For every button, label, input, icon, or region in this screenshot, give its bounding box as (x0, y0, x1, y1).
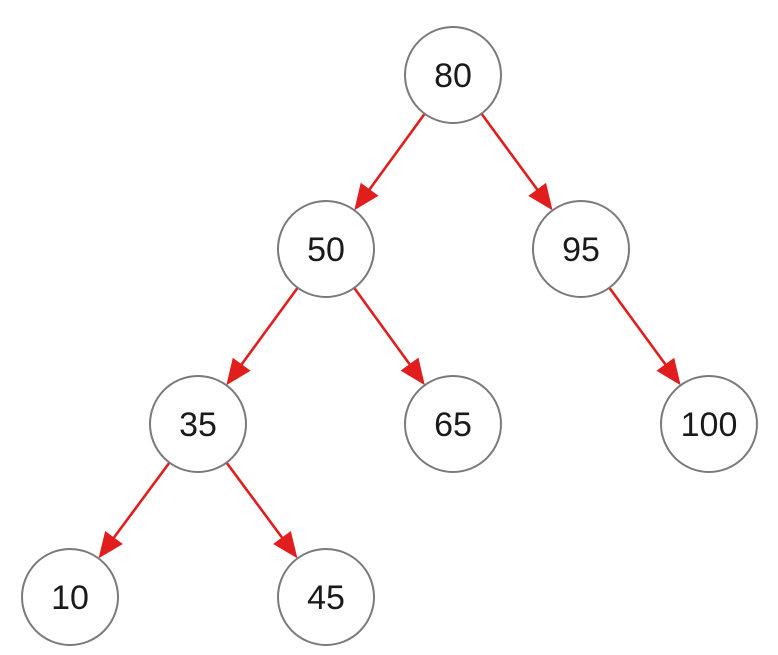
nodes-layer: 80 50 95 35 65 100 10 45 (21, 26, 758, 646)
node-circle (21, 548, 119, 646)
node-circle (660, 375, 758, 473)
node-circle (277, 548, 375, 646)
edge-line (111, 461, 171, 540)
node-label: 80 (434, 57, 472, 95)
node-label: 100 (681, 406, 738, 444)
node-circle (404, 375, 502, 473)
edge-line (608, 286, 668, 367)
tree-node-50: 50 (277, 200, 375, 298)
edge-35-to-45 (225, 461, 298, 559)
edge-line (225, 461, 285, 540)
edge-95-to-100 (608, 286, 681, 386)
node-circle (277, 200, 375, 298)
edge-35-to-10 (98, 461, 171, 559)
node-circle (404, 26, 502, 124)
edge-50-to-35 (226, 286, 299, 386)
arrowhead-icon (354, 182, 379, 211)
tree-node-35: 35 (149, 375, 247, 473)
edge-50-to-65 (353, 287, 425, 386)
node-label: 35 (179, 406, 217, 444)
tree-node-95: 95 (532, 200, 630, 298)
tree-node-45: 45 (277, 548, 375, 646)
tree-node-65: 65 (404, 375, 502, 473)
node-label: 10 (51, 579, 89, 617)
tree-node-100: 100 (660, 375, 758, 473)
arrowhead-icon (400, 357, 425, 386)
arrowhead-icon (226, 357, 251, 386)
edge-80-to-50 (354, 113, 426, 211)
arrowhead-icon (273, 530, 298, 559)
node-circle (149, 375, 247, 473)
tree-node-10: 10 (21, 548, 119, 646)
node-label: 95 (562, 231, 600, 269)
node-circle (532, 200, 630, 298)
arrowhead-icon (98, 530, 123, 559)
edges-layer (98, 112, 681, 559)
tree-node-80: 80 (404, 26, 502, 124)
edge-line (480, 112, 540, 192)
arrowhead-icon (656, 357, 681, 386)
edge-line (353, 287, 412, 367)
node-label: 65 (434, 406, 472, 444)
arrowhead-icon (528, 182, 553, 211)
edge-line (239, 286, 299, 367)
node-label: 45 (307, 579, 345, 617)
node-label: 50 (307, 231, 345, 269)
edge-80-to-95 (480, 112, 553, 211)
edge-line (367, 113, 426, 192)
